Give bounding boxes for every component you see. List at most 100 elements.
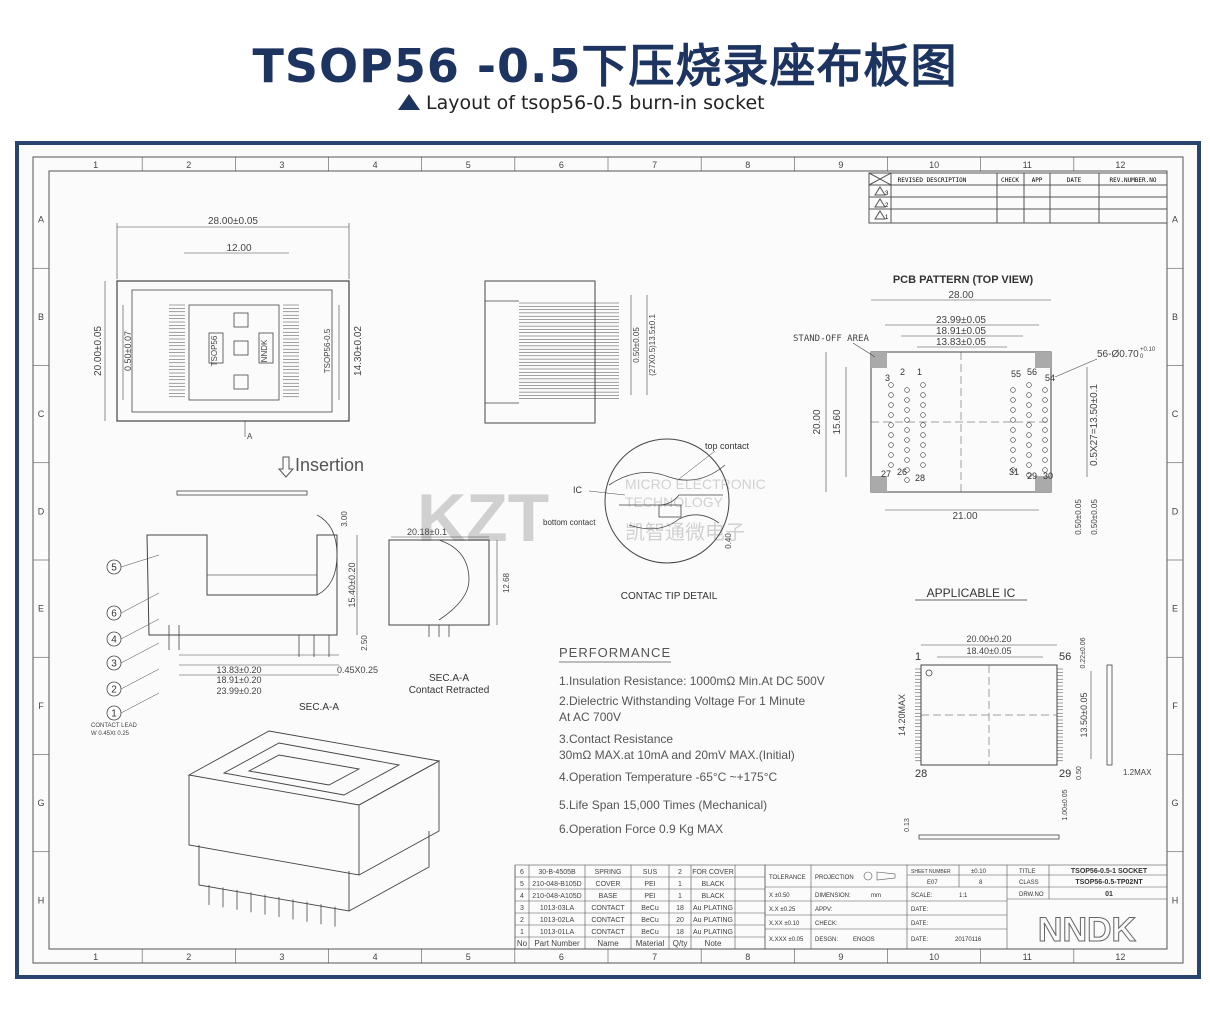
balloon-leader [120,554,160,568]
bom-cell: PEI [644,881,655,888]
pcb-hole [1042,417,1048,423]
tb-tol-2: X.XX ±0.10 [769,921,800,927]
grid-col-label: 9 [838,952,843,962]
pcb-hole [1042,467,1048,473]
bom-cell: 3 [520,905,524,912]
pcb-hole [888,382,894,388]
sec-dim-2399: 23.99±0.20 [217,686,262,696]
balloon-number: 3 [111,659,117,670]
detail-title: CONTAC TIP DETAIL [621,591,718,602]
ic-dim-thickness: 1.2MAX [1123,768,1152,777]
pcb-hole [1010,437,1016,443]
bom-cell: 30-B-4505B [538,869,576,876]
pcb-hole [1042,407,1048,413]
tb-date2: DATE: [911,921,929,927]
grid-col-label: 11 [1023,952,1032,962]
pcb-pin-2: 2 [900,367,905,377]
rev-header-desc: REVISED DESCRIPTION [898,177,967,184]
grid-row-label: H [38,895,45,905]
top-view-width-dim: 28.00±0.05 [208,216,258,227]
bom-cell: CONTACT [591,929,625,936]
grid-row-label: B [38,312,44,322]
page-subtitle: Layout of tsop56-0.5 burn-in socket [398,92,765,114]
projection-cone-icon [876,871,896,881]
ic-pin-28: 28 [915,768,927,780]
grid-col-label: 6 [559,952,564,962]
pcb-hole [920,422,926,428]
pcb-hole [888,462,894,468]
pcb-pin-29: 29 [1027,471,1037,481]
pcb-dim-28: 28.00 [948,290,973,301]
tb-drw-val: 01 [1105,891,1113,898]
rev-header-app: APP [1032,177,1043,184]
tb-tol-0: X ±0.50 [769,893,790,899]
pcb-hole [888,402,894,408]
pcb-hole [1010,417,1016,423]
pcb-hole [1026,412,1032,418]
bom-cell: 2 [520,917,524,924]
pcb-hole [1010,457,1016,463]
grid-col-label: 12 [1115,952,1125,962]
rev-row-2: 2 [885,203,889,209]
pcb-hole [920,442,926,448]
bom-cell: 4 [520,893,524,900]
detail-bottom-label: bottom contact [543,518,596,527]
pcb-pin-54: 54 [1045,373,1055,383]
pcb-hole [904,447,910,453]
bom-cell: 1 [520,929,524,936]
bom-cell: 18 [676,929,684,936]
top-view-label-right: TSOP56-0.5 [323,328,332,373]
tb-drw-label: DRW.NO [1019,892,1044,898]
pcb-pin-56: 56 [1027,367,1037,377]
ic-dim-100: 1.00±0.05 [1062,789,1069,820]
pcb-small-dim-1: 0.50±0.05 [1074,499,1083,535]
pcb-hole [888,442,894,448]
grid-col-label: 6 [559,160,564,170]
sec-dim-1540: 15.40±0.20 [347,563,357,608]
ic-title: APPLICABLE IC [927,586,1016,600]
balloon-number: 4 [111,635,117,646]
grid-col-label: 12 [1115,160,1125,170]
pcb-hole [1026,452,1032,458]
title-block-text: TOLERANCE PROJECTION X ±0.50 X.X ±0.25 X… [769,868,1148,950]
pcb-hole-tol-bot: 0 [1140,354,1144,360]
watermark-line1: MICRO ELECTRONIC [625,476,766,492]
pcb-hole [888,412,894,418]
grid-col-label: 7 [652,952,657,962]
ic-outline [915,644,1113,840]
balloon-number: 5 [111,563,117,574]
pcb-title: PCB PATTERN (TOP VIEW) [893,274,1034,286]
pcb-hole [888,452,894,458]
pcb-hole [1026,402,1032,408]
pcb-hole [1026,422,1032,428]
pcb-hole [1042,387,1048,393]
pcb-hole [1026,462,1032,468]
bom-cell: BLACK [702,893,725,900]
title-block [764,864,1168,950]
rev-header-check: CHECK [1001,177,1019,184]
grid-col-label: 10 [929,160,939,170]
pcb-pin-27: 27 [881,469,891,479]
tb-design: DESGN: [815,937,838,943]
performance-item: 1.Insulation Resistance: 1000mΩ Min.At D… [559,674,825,688]
pcb-hole-tol-top: +0.10 [1140,347,1156,353]
pcb-hole [920,412,926,418]
pcb-hole [1010,397,1016,403]
performance-item: 3.Contact Resistance [559,732,673,746]
grid-row-label: E [1172,604,1178,614]
ic-dim-pitch: 13.50±0.05 [1079,693,1089,738]
tb-title-val: TSOP56-0.5-1 SOCKET [1071,868,1148,875]
balloon-leader [120,642,160,664]
pcb-hole [1010,407,1016,413]
revision-block: REVISED DESCRIPTION CHECK APP DATE REV.N… [868,172,1168,224]
pcb-hole [1010,387,1016,393]
grid-row-label: B [1172,312,1178,322]
grid-col-label: 9 [838,160,843,170]
ic-dim-width: 20.00±0.20 [967,634,1012,644]
bom-cell: Au PLATING [693,929,733,936]
detail-ic-label: IC [573,485,583,495]
